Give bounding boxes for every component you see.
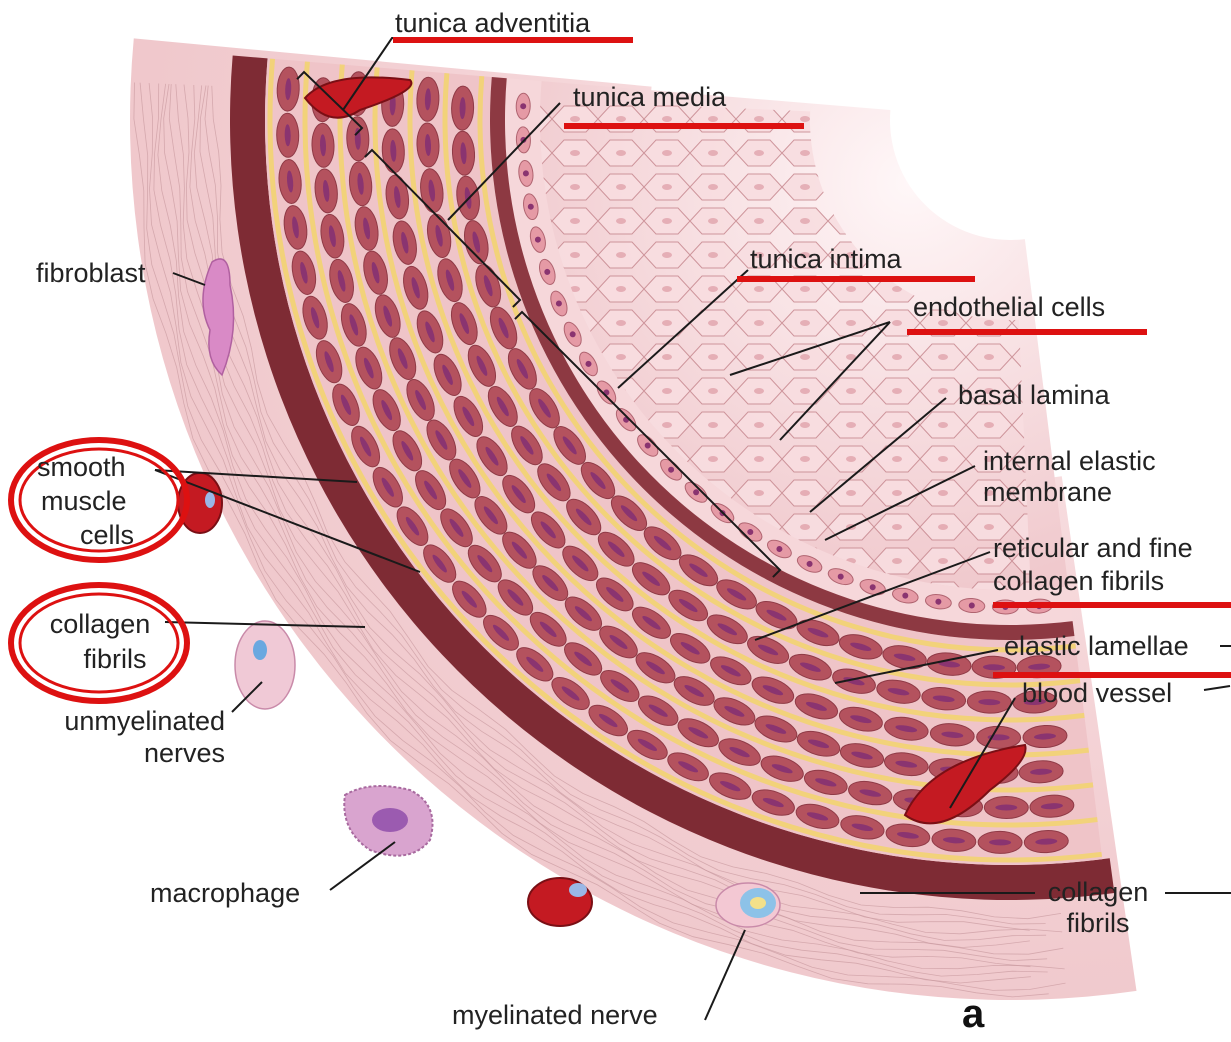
label-tunica-intima: tunica intima	[750, 244, 902, 274]
panel-letter: a	[962, 992, 984, 1037]
label-collagen-left-1: collagen	[30, 609, 170, 639]
label-myelinated-nerve: myelinated nerve	[452, 1000, 658, 1030]
label-collagen-right-1: collagen	[1038, 877, 1158, 907]
label-unmyelinated-1: unmyelinated	[20, 706, 225, 736]
label-macrophage: macrophage	[150, 878, 300, 908]
label-endothelial-cells: endothelial cells	[913, 292, 1105, 322]
intimal-cell	[516, 93, 531, 119]
smooth-muscle-cell	[984, 796, 1028, 818]
label-smooth-3: cells	[80, 520, 134, 550]
label-smooth-1: smooth	[37, 452, 126, 482]
macrophage-nucleus	[372, 808, 408, 832]
label-unmyelinated-2: nerves	[20, 738, 225, 768]
smooth-muscle-cell	[976, 726, 1020, 749]
red-cell-nucleus	[569, 883, 587, 897]
label-elastic-lamellae: elastic lamellae	[1004, 631, 1189, 661]
label-internal-elastic-1: internal elastic	[983, 446, 1156, 476]
nerve-axon	[253, 640, 267, 660]
label-blood-vessel: blood vessel	[1022, 678, 1172, 708]
unmyelinated-nerve-bundle	[235, 621, 295, 709]
label-reticular-2: collagen fibrils	[993, 566, 1164, 596]
leader-line	[1204, 686, 1230, 690]
label-collagen-left-2: fibrils	[45, 644, 185, 674]
label-collagen-right-2: fibrils	[1038, 908, 1158, 938]
label-tunica-media: tunica media	[573, 82, 726, 112]
label-basal-lamina: basal lamina	[958, 380, 1110, 410]
label-internal-elastic-2: membrane	[983, 477, 1112, 507]
axon	[750, 897, 766, 909]
label-smooth-2: muscle	[41, 486, 127, 516]
smooth-muscle-cell	[451, 86, 474, 130]
label-reticular-1: reticular and fine	[993, 533, 1193, 563]
red-cell-nucleus	[205, 492, 215, 508]
label-fibroblast: fibroblast	[36, 258, 146, 288]
leader-line	[330, 842, 395, 890]
label-tunica-adventitia: tunica adventitia	[395, 8, 590, 38]
smooth-muscle-cell	[978, 831, 1022, 854]
highlight-circle	[11, 585, 187, 701]
smooth-muscle-cell	[276, 113, 299, 157]
